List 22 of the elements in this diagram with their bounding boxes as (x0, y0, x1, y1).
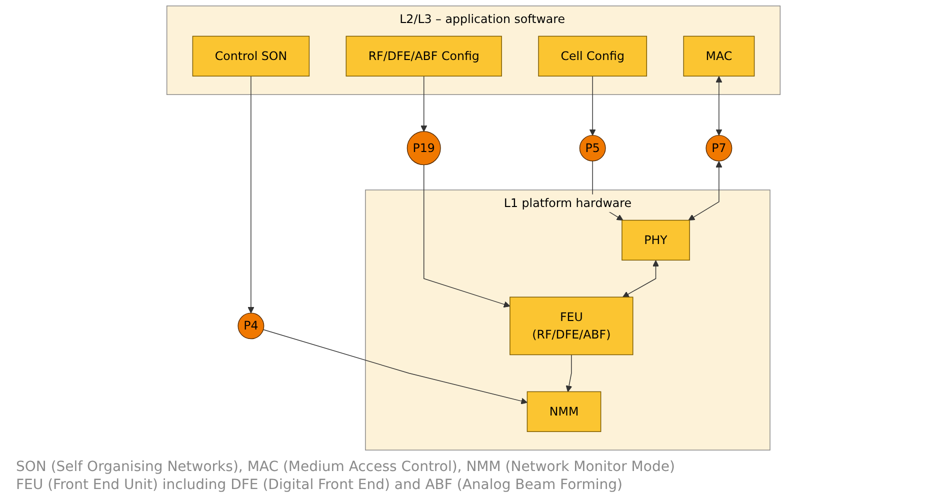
arrow (622, 260, 660, 298)
footnote-text: FEU (Front End Unit) including DFE (Digital Front End) and ABF (Analog Beam Forming) (16, 476, 624, 494)
arrow (589, 76, 596, 136)
node-box: MAC (683, 36, 755, 76)
arrow (262, 329, 528, 404)
node-circle: P7 (706, 134, 732, 162)
arrow (424, 164, 510, 308)
node-box: NMM (526, 391, 602, 432)
node-circle: P5 (579, 134, 606, 162)
arrow (248, 76, 254, 314)
node-box: Cell Config (538, 36, 648, 76)
node-box: PHY (622, 220, 690, 261)
arrow (420, 76, 428, 132)
footnote-text: SON (Self Organising Networks), MAC (Medium Access Control), NMM (Network Monitor Mode) (16, 458, 676, 476)
arrow (716, 76, 722, 136)
node-box: Control SON (192, 36, 310, 76)
node-circle: P4 (238, 312, 264, 340)
arrow (688, 161, 722, 221)
node-circle: P19 (406, 131, 441, 166)
node-box: RF/DFE/ABF Config (346, 36, 502, 76)
node-box: FEU (RF/DFE/ABF) (510, 296, 634, 356)
arrow (566, 354, 572, 392)
